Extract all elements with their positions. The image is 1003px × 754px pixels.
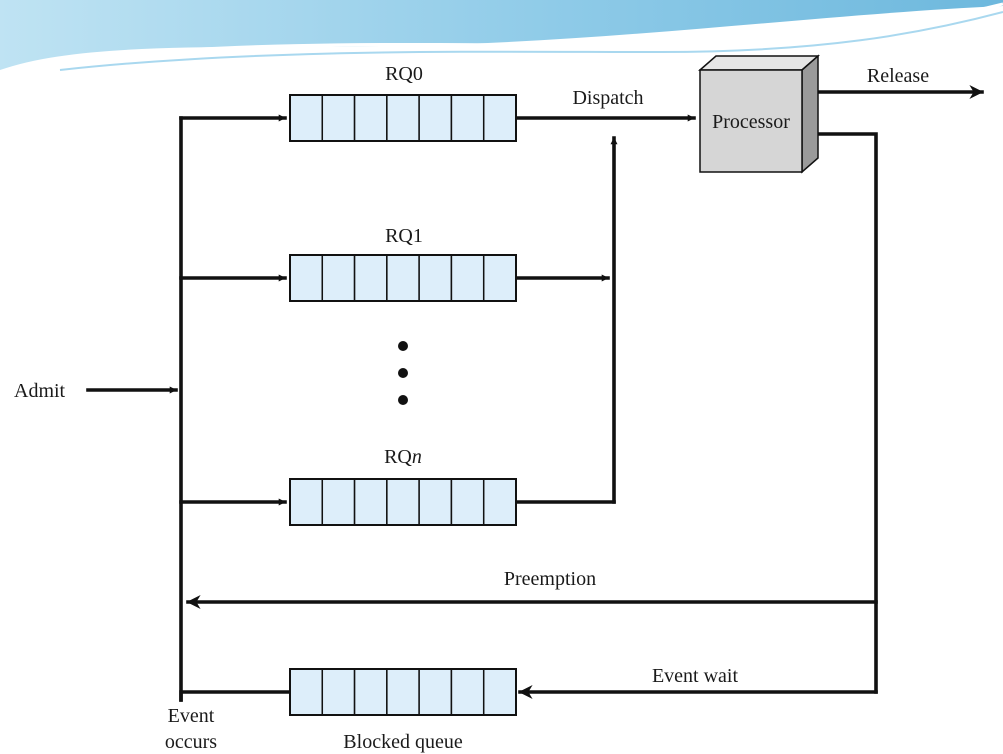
queue-slot: [289, 254, 324, 302]
blocked-queue-label: Blocked queue: [343, 731, 463, 753]
diagram-labels: RQ0 RQ1 RQn Dispatch Release Admit Preem…: [14, 63, 929, 753]
rq0-label: RQ0: [385, 63, 423, 85]
queue-slot: [450, 94, 485, 142]
queue-frame: [289, 478, 517, 526]
queue-slot: [418, 254, 453, 302]
queue-slot: [353, 668, 388, 716]
rq1-label: RQ1: [385, 225, 423, 247]
processor-top-face: [698, 55, 820, 71]
event-wait-label: Event wait: [652, 665, 739, 687]
queue-frame: [289, 668, 517, 716]
queue-slot: [482, 94, 517, 142]
queues-group: [289, 94, 517, 716]
queue-slot: [450, 478, 485, 526]
queue-slot: [289, 478, 324, 526]
slide-banner-decoration: [0, 0, 1003, 71]
connection-lines: [86, 85, 984, 702]
queue-slot: [289, 668, 324, 716]
rqn-label: RQn: [384, 446, 422, 468]
rq1-queue: [289, 254, 517, 302]
queue-frame: [289, 94, 517, 142]
queue-slot: [321, 478, 356, 526]
processor-return-line: [810, 132, 878, 694]
queue-slot: [418, 94, 453, 142]
ellipsis-dots: [398, 341, 408, 405]
dispatch-label: Dispatch: [572, 87, 643, 109]
rqn-queue: [289, 478, 517, 526]
queue-slot: [386, 478, 420, 526]
queue-slot: [386, 668, 420, 716]
queue-slot: [482, 478, 517, 526]
processor-label: Processor: [712, 111, 790, 133]
queue-slot: [321, 254, 356, 302]
queue-slot: [289, 94, 324, 142]
event-occurs-label-line2: occurs: [165, 731, 217, 753]
queue-slot: [353, 254, 388, 302]
ellipsis-dot: [398, 368, 408, 378]
queue-slot: [450, 254, 485, 302]
queue-slot: [418, 668, 453, 716]
queue-slot: [321, 94, 356, 142]
event-occurs-line: [179, 690, 292, 702]
event-occurs-label-line1: Event: [168, 705, 215, 727]
processor-box: Processor: [698, 54, 820, 174]
queue-slot: [353, 478, 388, 526]
queue-slot: [450, 668, 485, 716]
queue-slot: [482, 254, 517, 302]
queue-slot: [386, 254, 420, 302]
ellipsis-dot: [398, 395, 408, 405]
release-label: Release: [867, 65, 929, 87]
queue-slot: [418, 478, 453, 526]
queue-slot: [321, 668, 356, 716]
ellipsis-dot: [398, 341, 408, 351]
processor-front-face: [699, 69, 803, 173]
preemption-label: Preemption: [504, 568, 596, 590]
processor-side-face: [801, 54, 819, 174]
queue-slot: [386, 94, 420, 142]
queue-frame: [289, 254, 517, 302]
rq0-queue: [289, 94, 517, 142]
admit-label: Admit: [14, 380, 66, 402]
queue-slot: [353, 94, 388, 142]
blocked-queue: [289, 668, 517, 716]
queue-slot: [482, 668, 517, 716]
